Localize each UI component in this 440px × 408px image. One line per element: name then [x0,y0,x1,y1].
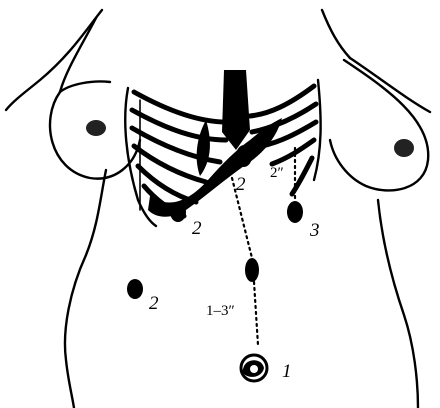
port-left-upper [170,202,186,222]
label-port-left-lower: 2 [149,293,159,314]
left-nipple [86,120,106,136]
port-right [287,201,303,223]
label-port-subxiphoid: 2 [236,174,246,195]
port-left-lower [127,279,143,299]
port-epigastric [245,258,259,282]
label-umbilical-port: 1 [282,361,292,382]
measurement-right-port-offset: 2″ [270,165,284,181]
right-nipple [394,139,414,157]
label-port-right: 3 [309,220,320,241]
label-port-left-upper: 2 [192,218,202,239]
torso-outline [6,10,430,408]
umbilicus-port [241,355,267,381]
port-subxiphoid [236,145,252,167]
measurement-umbilicus-to-port: 1–3″ [206,303,235,319]
dashed-line-epigastric-to-umbilicus [254,282,258,345]
